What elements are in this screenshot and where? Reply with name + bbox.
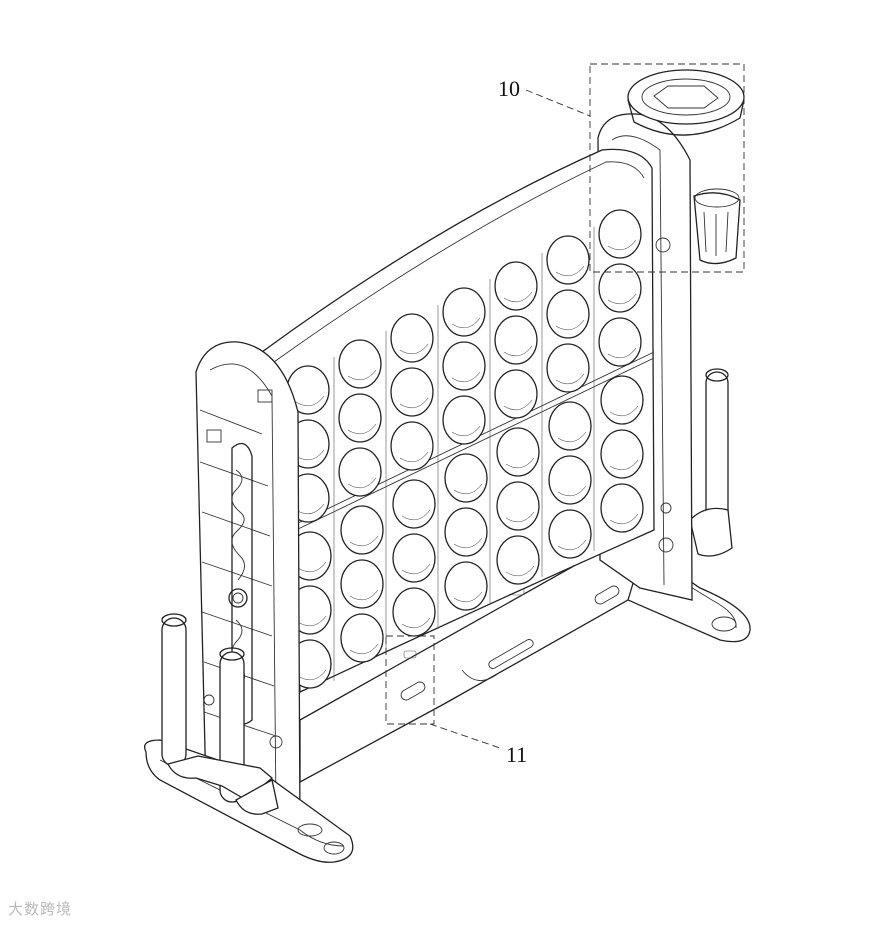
board-hole [392, 533, 436, 583]
game-board [261, 148, 655, 694]
board-hole [600, 483, 644, 533]
board-hole-shading [505, 511, 535, 523]
right-post-pair [689, 368, 733, 557]
board-hole [390, 313, 434, 363]
callout-11-group [385, 635, 501, 749]
board-hole [494, 315, 538, 365]
board-hole [392, 587, 436, 637]
board-hole-shading [555, 373, 585, 385]
board-hole [548, 455, 592, 505]
callout-11-box [385, 635, 435, 725]
board-hole [546, 343, 590, 393]
board-hole-shading [347, 369, 377, 381]
board-hole-shading [503, 291, 533, 303]
board-hole [598, 317, 642, 367]
board-hole-shading [505, 457, 535, 469]
board-hole-shading [609, 513, 639, 525]
callout-10-group [525, 63, 745, 273]
board-hole-shading [399, 451, 429, 463]
board-hole-shading [503, 345, 533, 357]
cup-holders [627, 69, 745, 265]
board-hole-shading [557, 485, 587, 497]
board-hole-shading [297, 561, 327, 573]
board-hole-shading [609, 459, 639, 471]
board-hole [600, 429, 644, 479]
board-hole [442, 287, 486, 337]
board-hole [444, 507, 488, 557]
board-hole-shading [505, 565, 535, 577]
board-hole-shading [295, 395, 325, 407]
board-hole [442, 395, 486, 445]
board-hole [546, 289, 590, 339]
board-hole-shading [349, 643, 379, 655]
board-hole [390, 421, 434, 471]
board-hole-shading [401, 617, 431, 629]
board-hole-shading [451, 371, 481, 383]
board-hole-shading [347, 423, 377, 435]
board-hole-shading [453, 483, 483, 495]
board-hole [548, 401, 592, 451]
callout-11-leader [429, 723, 501, 749]
watermark-text: 大数跨境 [8, 900, 73, 918]
board-hole [494, 369, 538, 419]
board-hole-shading [555, 319, 585, 331]
board-hole-shading [607, 239, 637, 251]
board-hole-shading [401, 563, 431, 575]
board-hole-shading [453, 591, 483, 603]
board-hole-shading [451, 317, 481, 329]
board-hole [598, 263, 642, 313]
board-hole-shading [349, 589, 379, 601]
board-hole [598, 209, 642, 259]
board-hole [496, 481, 540, 531]
board-hole [496, 535, 540, 585]
board-hole-shading [453, 537, 483, 549]
board-hole-shading [399, 397, 429, 409]
board-hole-shading [347, 477, 377, 489]
left-base [143, 613, 354, 863]
board-hole [338, 339, 382, 389]
board-hole [548, 509, 592, 559]
board-hole [444, 453, 488, 503]
callout-10-box [589, 63, 745, 273]
board-hole [338, 393, 382, 443]
callout-10-leader [525, 89, 591, 117]
board-hole-shading [557, 431, 587, 443]
board-hole [338, 447, 382, 497]
board-hole-shading [401, 509, 431, 521]
board-hole-shading [503, 399, 533, 411]
board-hole [494, 261, 538, 311]
board-hole [444, 561, 488, 611]
board-hole-shading [297, 669, 327, 681]
board-hole-shading [607, 347, 637, 359]
callout-11-label: 11 [506, 742, 528, 767]
board-hole [392, 479, 436, 529]
board-hole [340, 559, 384, 609]
board-hole-shading [609, 405, 639, 417]
board-hole [442, 341, 486, 391]
board-hole [600, 375, 644, 425]
board-hole [340, 613, 384, 663]
board-hole-shading [297, 615, 327, 627]
board-hole [546, 235, 590, 285]
board-hole-shading [399, 343, 429, 355]
board-hole-shading [451, 425, 481, 437]
board-hole-shading [349, 535, 379, 547]
board-hole [496, 427, 540, 477]
board-hole-shading [557, 539, 587, 551]
board-holes [286, 209, 644, 689]
board-hole-shading [607, 293, 637, 305]
board-hole [340, 505, 384, 555]
board-hole [390, 367, 434, 417]
left-upright [195, 341, 301, 831]
board-hole-shading [555, 265, 585, 277]
callout-10-label: 10 [498, 76, 520, 101]
